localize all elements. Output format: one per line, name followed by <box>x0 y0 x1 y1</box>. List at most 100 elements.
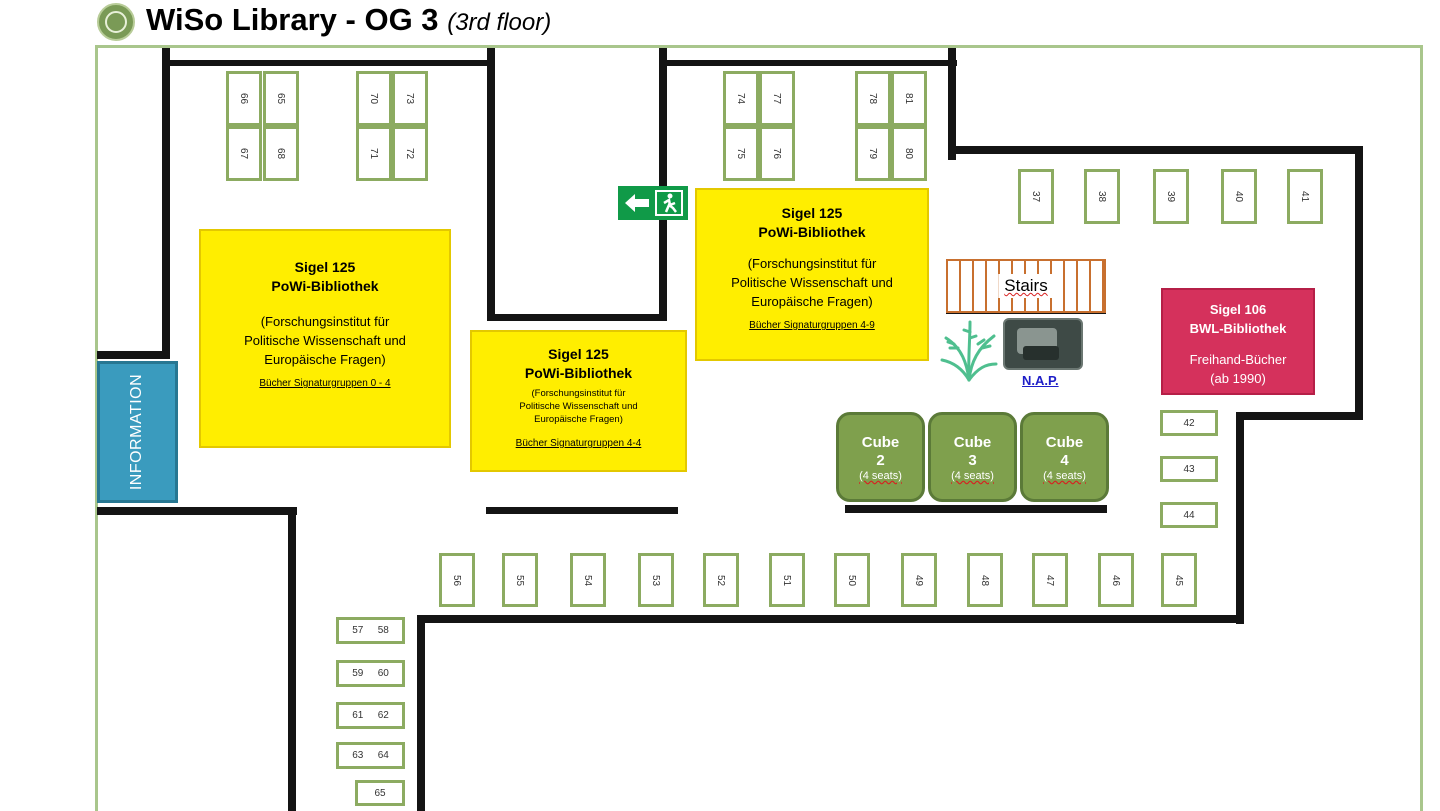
desk-number: 66 <box>238 92 250 105</box>
desk[interactable]: 46 <box>1098 553 1134 607</box>
nap-pod-icon[interactable] <box>1003 318 1083 370</box>
cube-room[interactable]: Cube 2 (4 seats) <box>836 412 925 502</box>
desk-number: 47 <box>1044 574 1056 586</box>
desk[interactable]: 43 <box>1160 456 1218 482</box>
desk[interactable]: 52 <box>703 553 739 607</box>
area-desc-line: (Forschungsinstitut für <box>531 388 626 399</box>
subtitle-text: (3rd floor) <box>447 9 552 36</box>
desk[interactable]: 74 <box>723 71 759 126</box>
area-desc-line: (ab 1990) <box>1210 371 1266 386</box>
desk[interactable]: 44 <box>1160 502 1218 528</box>
desk[interactable]: 76 <box>759 126 795 181</box>
desk[interactable]: 40 <box>1221 169 1257 224</box>
desk[interactable]: 56 <box>439 553 475 607</box>
area-desc-line: Politische Wissenschaft und <box>731 275 893 290</box>
desk[interactable]: 45 <box>1161 553 1197 607</box>
desk[interactable]: 72 <box>392 126 428 181</box>
desk-number: 37 <box>1030 190 1042 203</box>
desk-number: 41 <box>1299 190 1311 203</box>
area-desc-line: Europäische Fragen) <box>534 414 623 425</box>
university-seal-icon <box>97 3 135 41</box>
desk[interactable]: 78 <box>855 71 891 126</box>
desk[interactable]: 65 <box>355 780 405 806</box>
cube-room[interactable]: Cube 4 (4 seats) <box>1020 412 1109 502</box>
desk[interactable]: 49 <box>901 553 937 607</box>
desk[interactable]: 71 <box>356 126 392 181</box>
desk[interactable]: 79 <box>855 126 891 181</box>
desk[interactable]: 51 <box>769 553 805 607</box>
powi-area-middle[interactable]: Sigel 125 PoWi-Bibliothek (Forschungsins… <box>470 330 687 472</box>
area-desc-line: Europäische Fragen) <box>264 352 386 367</box>
desk-number: 64 <box>377 750 389 761</box>
cube-seats: (4 seats) <box>951 470 994 482</box>
desk-number: 44 <box>1183 509 1195 521</box>
desk[interactable]: 70 <box>356 71 392 126</box>
desk[interactable]: 68 <box>263 126 299 181</box>
desk-number: 76 <box>771 147 783 160</box>
desk[interactable]: 55 <box>502 553 538 607</box>
desk-number: 71 <box>368 147 380 160</box>
desk[interactable]: 38 <box>1084 169 1120 224</box>
desk[interactable]: 67 <box>226 126 262 181</box>
desk-number: 62 <box>377 710 389 721</box>
palm-plant-icon <box>940 318 998 384</box>
desk[interactable]: 47 <box>1032 553 1068 607</box>
powi-area-left[interactable]: Sigel 125 PoWi-Bibliothek (Forschungsins… <box>199 229 451 448</box>
desk-number: 65 <box>374 787 386 799</box>
page-title: WiSo Library - OG 3 (3rd floor) <box>146 2 551 38</box>
cube-number: 2 <box>876 452 885 469</box>
cube-room[interactable]: Cube 3 (4 seats) <box>928 412 1017 502</box>
area-desc-line: Europäische Fragen) <box>751 294 873 309</box>
desk-number: 74 <box>735 92 747 105</box>
desk[interactable]: 42 <box>1160 410 1218 436</box>
area-sigel: Sigel 125 <box>781 205 843 221</box>
desk-number: 59 <box>352 668 364 679</box>
cube-seats: (4 seats) <box>859 470 902 482</box>
desk-number: 49 <box>913 574 925 586</box>
desk-number: 56 <box>451 574 463 586</box>
information-label: INFORMATION <box>128 373 146 491</box>
desk[interactable]: 41 <box>1287 169 1323 224</box>
desk-number: 65 <box>275 92 287 105</box>
desk-number: 79 <box>867 147 879 160</box>
area-signature-link[interactable]: Bücher Signaturgruppen 4-4 <box>515 438 642 449</box>
desk[interactable]: 54 <box>570 553 606 607</box>
area-desc-line: (Forschungsinstitut für <box>260 314 390 329</box>
information-desk[interactable]: INFORMATION <box>97 361 178 503</box>
area-desc-line: Freihand-Bücher <box>1189 352 1287 367</box>
nap-label[interactable]: N.A.P. <box>1022 373 1059 388</box>
desk[interactable]: 48 <box>967 553 1003 607</box>
desk-number: 51 <box>781 574 793 586</box>
desk[interactable]: 65 <box>263 71 299 126</box>
desk[interactable]: 39 <box>1153 169 1189 224</box>
area-signature-link[interactable]: Bücher Signaturgruppen 0 - 4 <box>259 378 391 389</box>
desk-number: 73 <box>404 92 416 105</box>
desk[interactable]: 81 <box>891 71 927 126</box>
area-sigel: Sigel 125 <box>294 259 356 275</box>
desk-number: 81 <box>903 92 915 105</box>
stairs: Stairs <box>946 259 1106 313</box>
desk[interactable]: 77 <box>759 71 795 126</box>
bwl-area[interactable]: Sigel 106 BWL-Bibliothek Freihand-Bücher… <box>1161 288 1315 395</box>
desk[interactable]: 73 <box>392 71 428 126</box>
desk[interactable]: 53 <box>638 553 674 607</box>
stairs-label: Stairs <box>998 274 1054 298</box>
desk[interactable]: 37 <box>1018 169 1054 224</box>
desk[interactable]: 80 <box>891 126 927 181</box>
desk-number: 42 <box>1183 417 1195 429</box>
desk-number: 40 <box>1233 190 1245 203</box>
area-signature-link[interactable]: Bücher Signaturgruppen 4-9 <box>749 320 875 331</box>
desk[interactable]: 50 <box>834 553 870 607</box>
desk-number: 80 <box>903 147 915 160</box>
desk-number: 55 <box>514 574 526 586</box>
powi-area-right[interactable]: Sigel 125 PoWi-Bibliothek (Forschungsins… <box>695 188 929 361</box>
cube-title: Cube <box>953 434 992 451</box>
desk[interactable]: 75 <box>723 126 759 181</box>
desk[interactable]: 66 <box>226 71 262 126</box>
area-name: BWL-Bibliothek <box>1189 321 1287 336</box>
area-name: PoWi-Bibliothek <box>758 224 866 240</box>
